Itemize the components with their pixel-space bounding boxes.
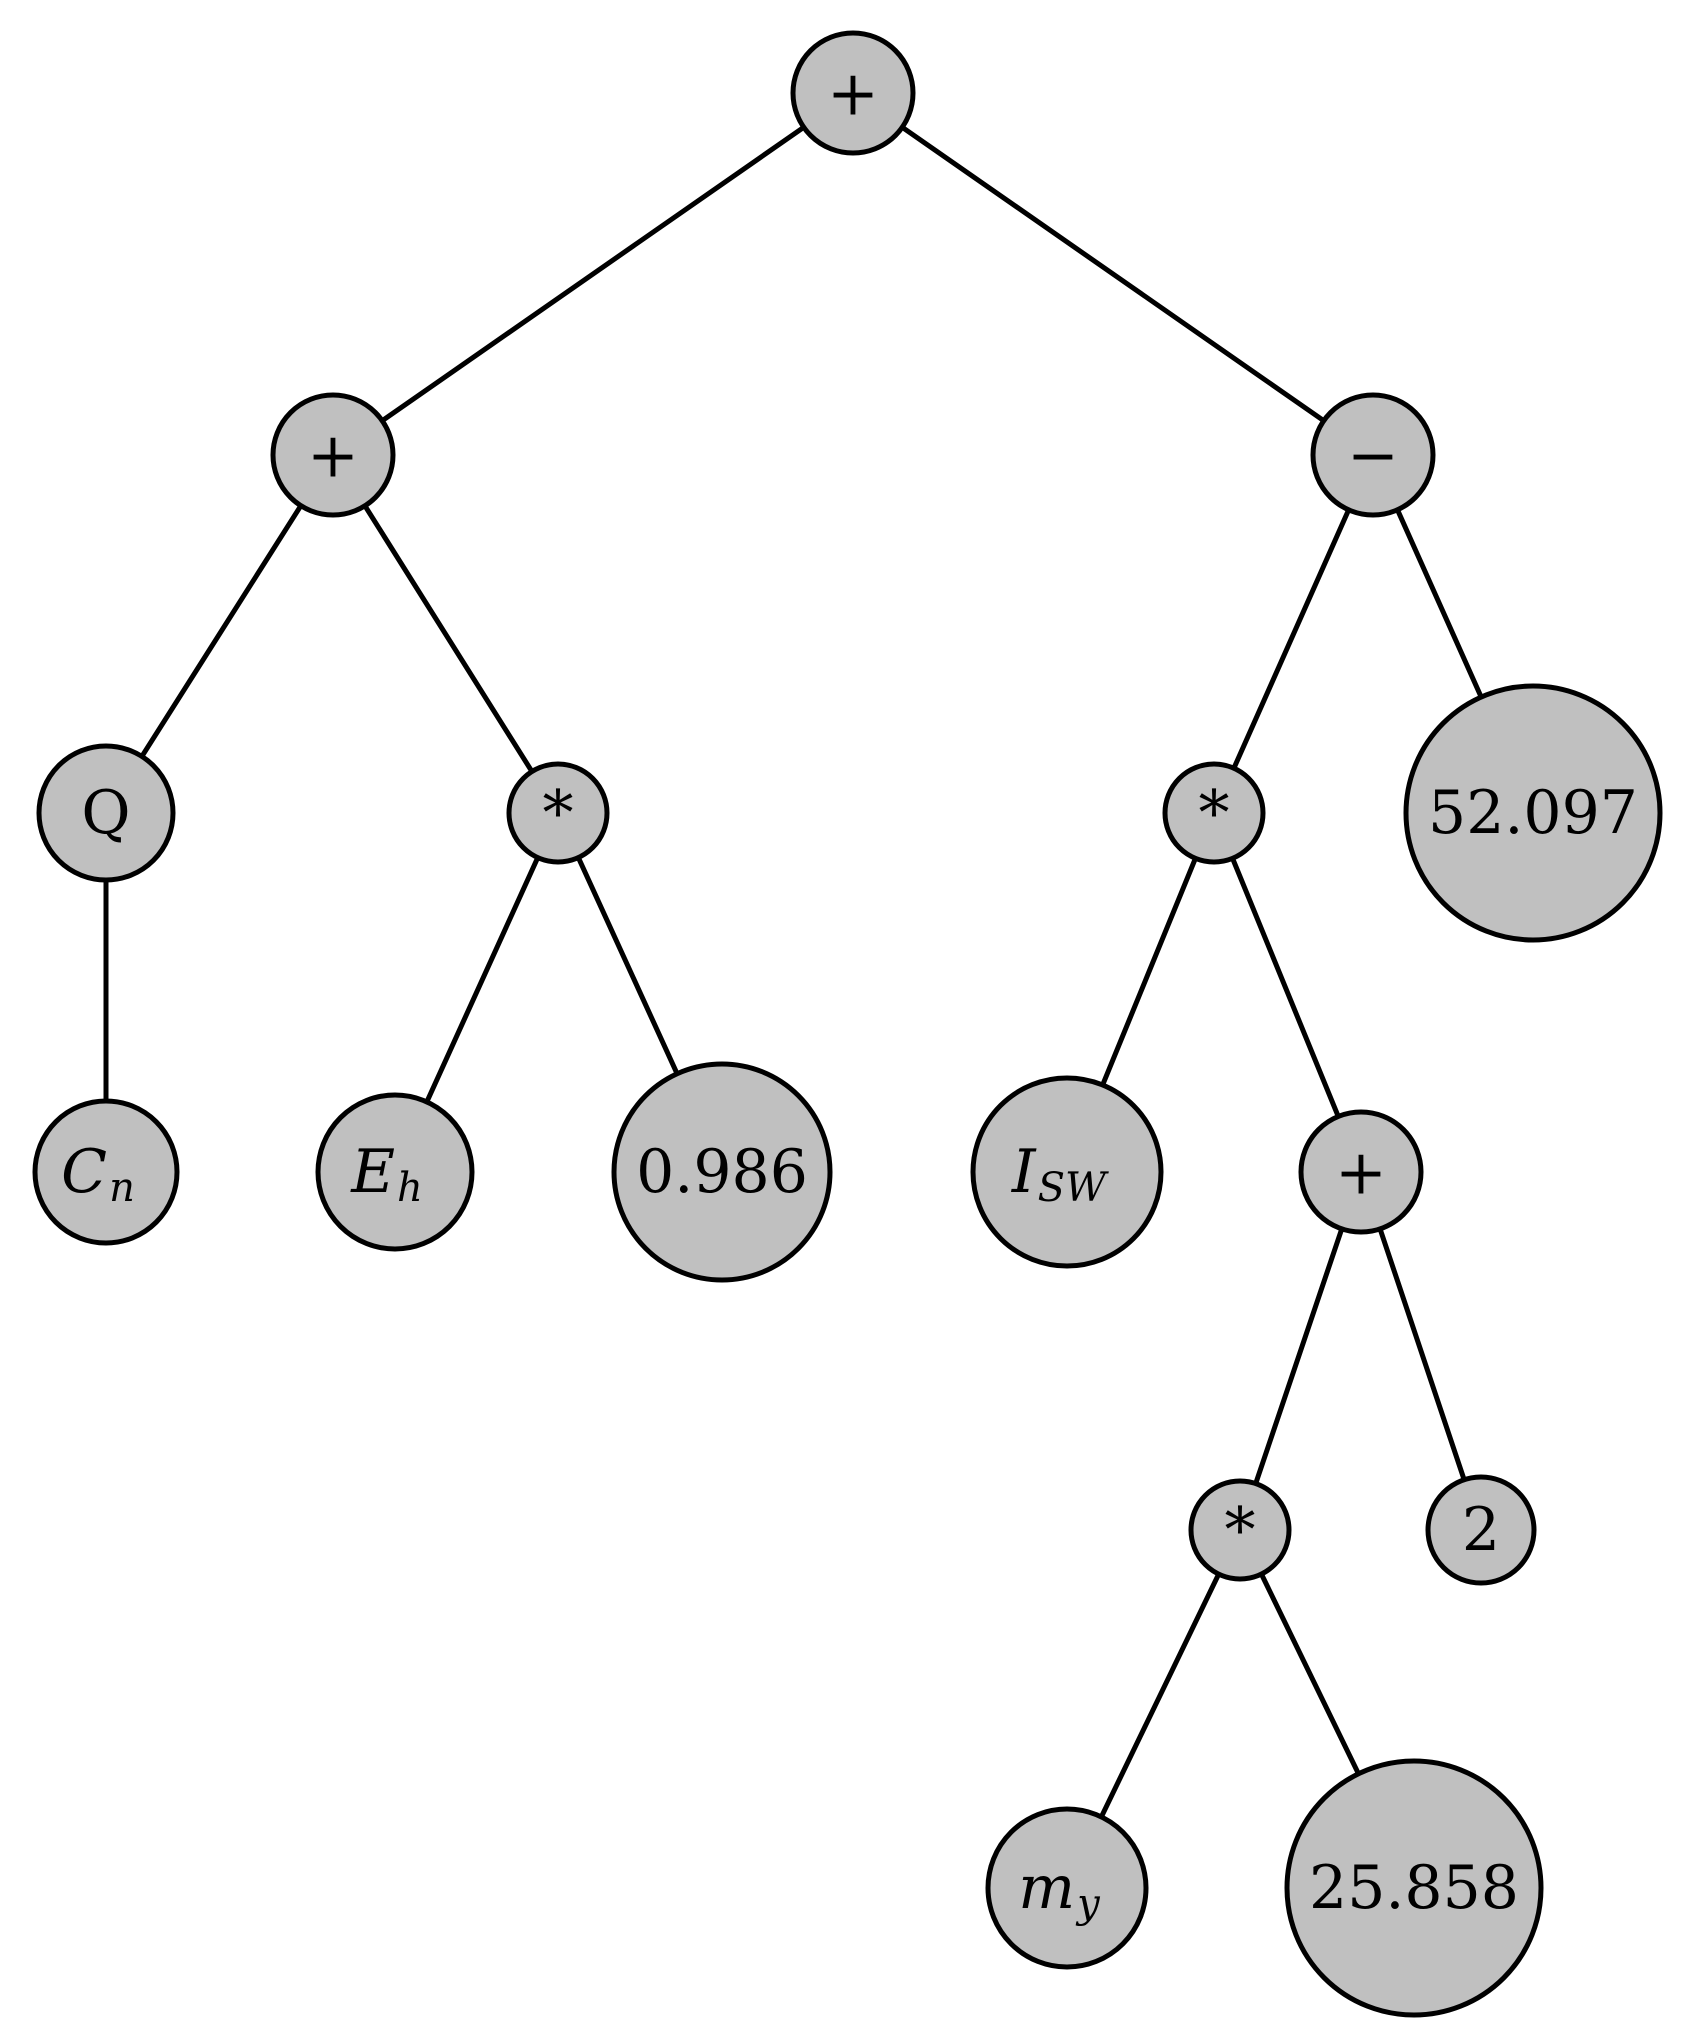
node-label-subscript: SW <box>1038 1165 1109 1211</box>
node-label: * <box>543 777 574 850</box>
edge-mul_right-to-plus_inner <box>1211 810 1364 1175</box>
node-const_52: 52.097 <box>1403 683 1663 943</box>
node-circle <box>1425 1474 1537 1586</box>
node-plus_left: + <box>270 392 396 518</box>
node-label: + <box>1335 1136 1387 1209</box>
node-circle <box>506 761 610 865</box>
node-mul_inner: * <box>1188 1478 1292 1582</box>
node-label: + <box>827 57 879 130</box>
node-label-subscript: n <box>109 1165 135 1211</box>
node-mul_right: * <box>1162 761 1266 865</box>
edge-plus_inner-to-const_2 <box>1358 1169 1484 1533</box>
node-circle <box>1298 1109 1424 1235</box>
node-root: + <box>790 30 916 156</box>
node-circle <box>1310 392 1436 518</box>
node-minus: − <box>1310 392 1436 518</box>
node-label: 25.858 <box>1309 1853 1519 1923</box>
node-mul_left: * <box>506 761 610 865</box>
node-label-main: m <box>1018 1853 1075 1923</box>
node-label-main: I <box>1011 1137 1037 1207</box>
edge-plus_left-to-q <box>103 452 336 816</box>
node-label-subscript: y <box>1075 1881 1101 1927</box>
node-circle <box>790 30 916 156</box>
edge-root-to-plus_left <box>330 90 856 458</box>
node-plus_inner: + <box>1298 1109 1424 1235</box>
node-label: + <box>307 419 359 492</box>
node-label: 2 <box>1462 1495 1500 1565</box>
node-circle <box>36 743 176 883</box>
node-circle <box>1188 1478 1292 1582</box>
edge-root-to-minus <box>850 90 1376 458</box>
edge-plus_inner-to-mul_inner <box>1237 1169 1364 1533</box>
node-circle <box>1403 683 1663 943</box>
node-label: 0.986 <box>636 1137 808 1207</box>
node-eh: Eh <box>315 1092 475 1252</box>
node-const_0986: 0.986 <box>611 1061 833 1283</box>
node-label-subscript: h <box>397 1165 423 1211</box>
node-label-main: C <box>61 1137 107 1207</box>
node-circle <box>611 1061 833 1283</box>
node-label: − <box>1347 419 1399 492</box>
node-circle <box>985 1806 1149 1970</box>
node-label: my <box>1018 1853 1101 1927</box>
node-q: Q <box>36 743 176 883</box>
node-my: my <box>985 1806 1149 1970</box>
node-circle <box>32 1098 180 1246</box>
node-circle <box>1284 1758 1544 2018</box>
node-circle <box>970 1075 1164 1269</box>
node-const_25: 25.858 <box>1284 1758 1544 2018</box>
node-label: 52.097 <box>1428 778 1638 848</box>
node-label: * <box>1225 1494 1256 1567</box>
node-label: * <box>1199 777 1230 850</box>
node-label: Cn <box>61 1137 135 1211</box>
node-label: Q <box>81 778 130 848</box>
node-label-main: E <box>350 1137 395 1207</box>
edge-minus-to-mul_right <box>1211 452 1376 816</box>
node-cn: Cn <box>32 1098 180 1246</box>
node-circle <box>270 392 396 518</box>
edge-plus_left-to-mul_left <box>330 452 561 816</box>
node-label: ISW <box>1011 1137 1109 1211</box>
node-circle <box>315 1092 475 1252</box>
node-label: Eh <box>350 1137 423 1211</box>
tree-edges <box>103 90 1536 1891</box>
node-isw: ISW <box>970 1075 1164 1269</box>
node-circle <box>1162 761 1266 865</box>
node-const_2: 2 <box>1425 1474 1537 1586</box>
